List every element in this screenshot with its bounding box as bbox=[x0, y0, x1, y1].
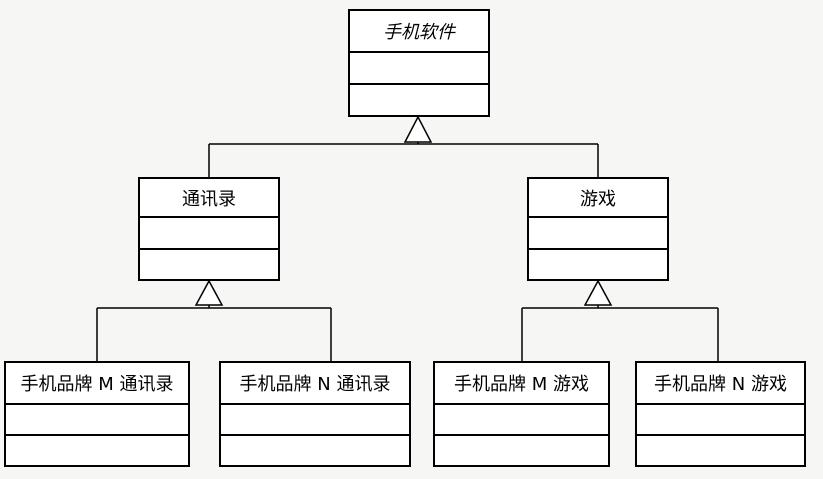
class-name-m-game: 手机品牌 M 游戏 bbox=[435, 363, 608, 405]
generalization-arrow-game bbox=[583, 279, 613, 306]
attributes-compartment bbox=[350, 53, 488, 85]
generalization-arrow-software bbox=[403, 115, 433, 143]
attributes-compartment bbox=[637, 405, 804, 436]
class-software: 手机软件 bbox=[348, 9, 490, 117]
methods-compartment bbox=[637, 436, 804, 465]
class-n-contacts: 手机品牌 N 通讯录 bbox=[219, 361, 411, 467]
attributes-compartment bbox=[221, 405, 409, 436]
class-contacts: 通讯录 bbox=[138, 177, 280, 281]
class-m-contacts: 手机品牌 M 通讯录 bbox=[4, 361, 190, 467]
attributes-compartment bbox=[140, 218, 278, 250]
generalization-arrow-contacts bbox=[194, 279, 224, 306]
class-n-game: 手机品牌 N 游戏 bbox=[635, 361, 806, 467]
class-name-m-contacts: 手机品牌 M 通讯录 bbox=[6, 363, 188, 405]
class-name-software: 手机软件 bbox=[350, 11, 488, 53]
methods-compartment bbox=[350, 85, 488, 115]
methods-compartment bbox=[140, 250, 278, 280]
methods-compartment bbox=[435, 436, 608, 465]
methods-compartment bbox=[221, 436, 409, 465]
class-name-contacts: 通讯录 bbox=[140, 179, 278, 218]
class-game: 游戏 bbox=[527, 177, 669, 281]
methods-compartment bbox=[6, 436, 188, 465]
methods-compartment bbox=[529, 250, 667, 280]
attributes-compartment bbox=[6, 405, 188, 436]
class-name-n-contacts: 手机品牌 N 通讯录 bbox=[221, 363, 409, 405]
class-m-game: 手机品牌 M 游戏 bbox=[433, 361, 610, 467]
class-name-game: 游戏 bbox=[529, 179, 667, 218]
attributes-compartment bbox=[529, 218, 667, 250]
class-name-n-game: 手机品牌 N 游戏 bbox=[637, 363, 804, 405]
attributes-compartment bbox=[435, 405, 608, 436]
